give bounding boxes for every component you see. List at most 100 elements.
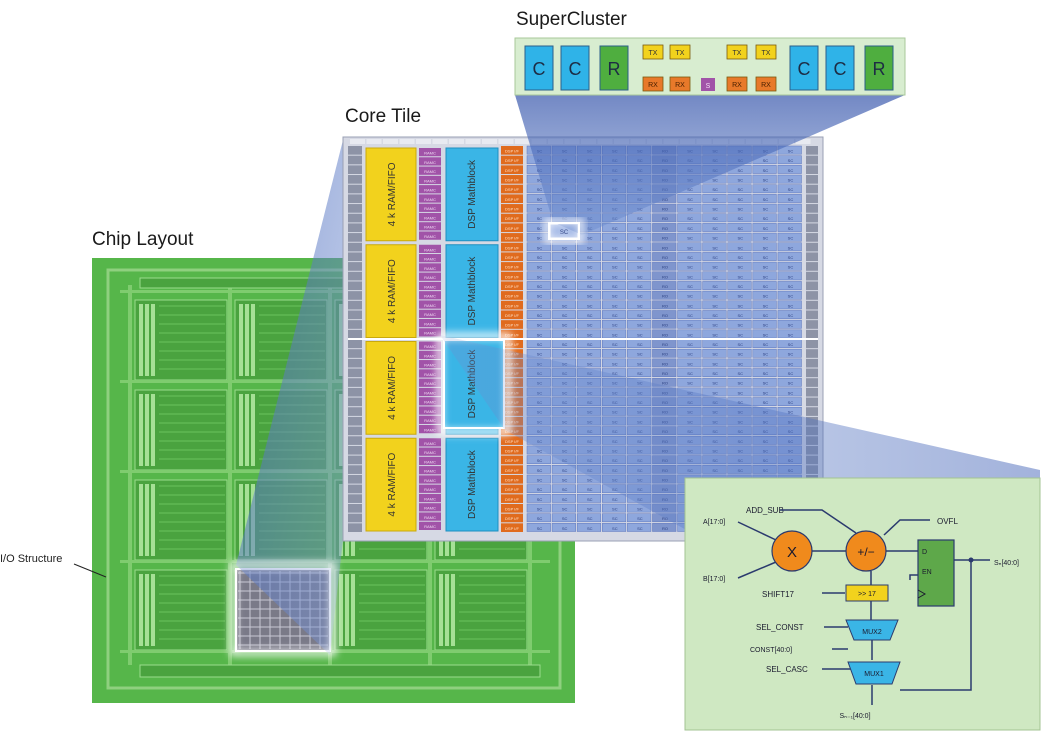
svg-text:RO: RO [662,313,668,318]
core-io-cell [806,378,818,387]
sc-cell: SC [627,290,652,300]
svg-text:SC: SC [712,178,718,183]
ramc-cell: RAMC [419,503,441,512]
sc-cell: SC [677,329,702,339]
svg-text:RAMC: RAMC [424,381,436,386]
ramc-cell: RAMC [419,281,441,291]
ramc-cell: RAMC [419,521,441,530]
ramc-cell: RAMC [419,318,441,328]
core-io-cell [348,165,362,175]
svg-text:SC: SC [537,516,543,521]
svg-text:SC: SC [587,236,593,241]
ramc-cell: RAMC [419,369,441,378]
svg-text:SC: SC [612,352,618,357]
svg-text:RO: RO [662,516,668,521]
svg-text:SC: SC [612,265,618,270]
sc-cell: SC [702,261,727,271]
ramc-cell: RAMC [419,512,441,521]
svg-text:SC: SC [788,255,794,260]
core-io-cell [348,339,362,349]
svg-text:SC: SC [712,187,718,192]
supercluster-c-block: C [524,45,554,91]
ramc-cell: RAMC [419,185,441,194]
core-io-cell [348,407,362,416]
svg-text:DSP I/F: DSP I/F [505,284,519,289]
sc-cell: SC [602,300,627,310]
sc-cell: SC [677,300,702,310]
svg-text:SC: SC [612,313,618,318]
ramc-cell: RAMC [419,148,441,157]
svg-text:RAMC: RAMC [424,312,436,317]
svg-text:SC: SC [612,274,618,279]
sc-cell: SC [602,281,627,290]
svg-text:SC: SC [562,477,568,482]
svg-text:DSP I/F: DSP I/F [505,448,519,453]
dsp-highlighted-label: DSP Mathblock [467,349,478,419]
core-io-cell [348,455,362,465]
sc-cell: SC [526,290,551,300]
core-io-cell [806,204,818,213]
sc-cell: SC [702,368,727,377]
sc-cell: SC [576,494,602,503]
svg-text:RO: RO [662,226,668,231]
sc-cell: SC [752,348,777,358]
sc-cell: SC [526,339,551,348]
ramc-cell: RAMC [419,378,441,387]
svg-text:SC: SC [788,361,794,366]
dsp-mathblock-label: DSP Mathblock [467,159,478,229]
svg-text:DSP I/F: DSP I/F [505,255,519,260]
svg-text:SC: SC [788,187,794,192]
svg-text:SC: SC [788,323,794,328]
sc-cell: SC [627,523,652,532]
sc-cell: SC [702,281,727,290]
svg-text:RO: RO [662,236,668,241]
sc-cell: SC [702,387,727,397]
svg-text:SC: SC [562,352,568,357]
svg-text:SC: SC [737,303,743,308]
dsp-if-cell: DSP I/F [501,339,523,349]
mux1: MUX1 [847,661,901,685]
svg-text:SC: SC [737,178,743,183]
core-io-cell [806,329,818,339]
core-io-cell [806,281,818,291]
sc-cell: SC [602,523,627,532]
svg-text:SC: SC [763,390,769,395]
ram-fifo-block: 4 k RAM/FIFO [365,147,417,242]
core-io-cell [348,523,362,532]
sc-cell: SC [576,261,602,271]
ramc-cell: RAMC [419,475,441,484]
svg-text:SC: SC [737,332,743,337]
sc-cell: SC [627,281,652,290]
sc-cell: SC [602,329,627,339]
svg-text:X: X [787,544,797,561]
svg-text:SC: SC [587,332,593,337]
svg-text:SC: SC [712,197,718,202]
add-sub-wire [780,509,857,534]
b-wire [737,561,777,579]
core-io-cell [806,310,818,320]
dsp-if-cell: DSP I/F [501,329,523,339]
svg-text:SC: SC [687,352,693,357]
ramc-cell: RAMC [419,272,441,281]
ramc-cell: RAMC [419,387,441,397]
sc-cell: SC [727,242,752,252]
svg-text:RO: RO [662,274,668,279]
svg-text:SC: SC [587,526,593,531]
sc-cell: SC [752,290,777,300]
core-top-cell [449,139,464,144]
dsp-highlight-glow [437,333,511,435]
svg-text:SC: SC [537,487,543,492]
sc-cell: SC [752,252,777,261]
svg-text:SC: SC [612,332,618,337]
sc-cell: SC [526,503,551,513]
sc-cell: SC [576,242,602,252]
tx-cell: TX [669,44,691,60]
svg-text:DSP I/F: DSP I/F [505,168,519,173]
svg-text:SC: SC [687,216,693,221]
sc-cell: SC [777,184,802,194]
core-io-cell [348,281,362,291]
chip-tile [434,569,528,651]
dsp-mathblock: DSP Mathblock [445,244,499,338]
sc-cell: SC [777,242,802,252]
svg-text:RO: RO [662,197,668,202]
